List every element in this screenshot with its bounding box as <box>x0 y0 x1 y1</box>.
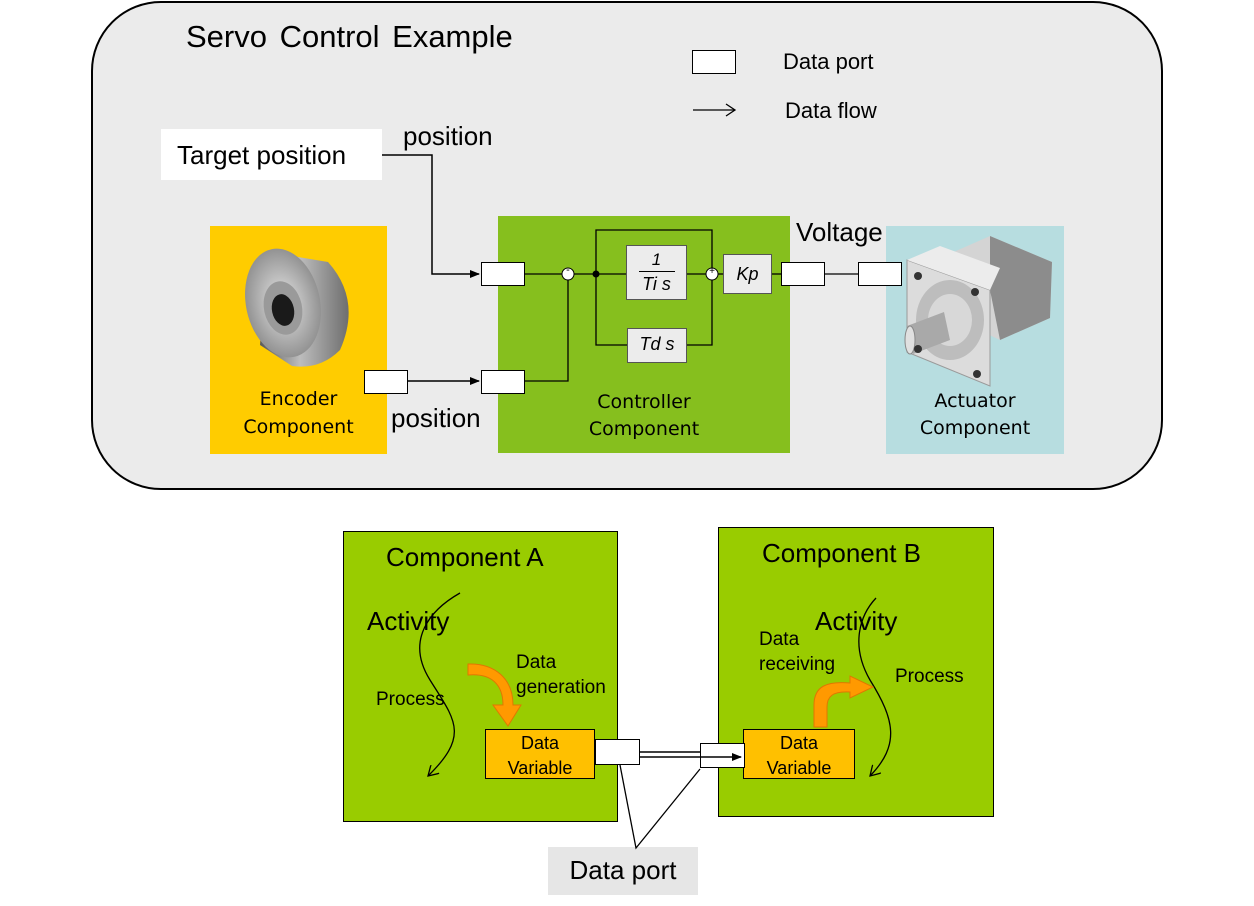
target-position-box <box>161 129 382 180</box>
data-port-callout-box <box>548 847 698 895</box>
controller-label-line1: Controller <box>597 391 691 413</box>
component-b-variable-line2: Variable <box>766 758 832 778</box>
data-receiving-arrow <box>813 675 875 728</box>
controller-label: Controller Component <box>498 389 790 443</box>
data-generation-line2: generation <box>516 677 606 698</box>
gain-label: Kp <box>736 264 759 284</box>
component-b-data-variable: Data Variable <box>743 729 855 779</box>
controller-output-port <box>781 262 825 286</box>
component-b-variable-line1: Data <box>779 733 819 753</box>
integral-block <box>626 245 687 300</box>
component-a-variable-line1: Data <box>520 733 560 753</box>
legend-port-swatch <box>692 50 736 74</box>
component-a-title: Component A <box>386 542 544 572</box>
legend-port-label: Data port <box>783 49 874 74</box>
encoder-output-port <box>364 370 408 394</box>
component-a-variable-line2: Variable <box>507 758 573 778</box>
summing-plus-sign: + <box>709 266 715 277</box>
derivative-block <box>627 328 687 363</box>
actuator-label-line2: Component <box>919 417 1031 439</box>
encoder-label: Encoder Component <box>210 385 387 441</box>
legend-flow-label: Data flow <box>785 98 877 123</box>
data-receiving-line1: Data <box>759 629 800 650</box>
data-receiving-line2: receiving <box>759 654 836 675</box>
position-top-label: position <box>403 121 493 151</box>
servo-title: Servo Control Example <box>186 19 513 54</box>
controller-label-line2: Component <box>588 418 700 440</box>
position-bottom-label: position <box>391 403 481 433</box>
gain-block <box>723 254 772 294</box>
integral-denominator: Ti s <box>642 274 671 294</box>
integral-numerator: 1 <box>651 250 662 269</box>
controller-target-port <box>481 262 525 286</box>
component-b-title: Component B <box>762 538 921 568</box>
integral-fraction-bar <box>639 271 675 272</box>
encoder-label-line1: Encoder <box>259 388 338 410</box>
component-a-data-variable: Data Variable <box>485 729 595 779</box>
encoder-label-line2: Component <box>243 416 354 438</box>
controller-position-port <box>481 370 525 394</box>
derivative-label: Td s <box>639 334 675 354</box>
component-b-process: Process <box>895 666 964 687</box>
voltage-label: Voltage <box>796 217 883 247</box>
component-a-process: Process <box>376 689 445 710</box>
data-port-callout-label: Data port <box>569 855 677 885</box>
summing-minus-sign: - <box>566 264 570 276</box>
data-generation-arrow <box>467 663 522 727</box>
component-a-output-port <box>595 739 640 765</box>
component-b-activity: Activity <box>815 606 898 636</box>
actuator-label-line1: Actuator <box>934 390 1016 412</box>
data-generation-line1: Data <box>516 652 557 673</box>
actuator-input-port <box>858 262 902 286</box>
target-position-label: Target position <box>177 140 347 170</box>
actuator-label: Actuator Component <box>886 388 1064 442</box>
